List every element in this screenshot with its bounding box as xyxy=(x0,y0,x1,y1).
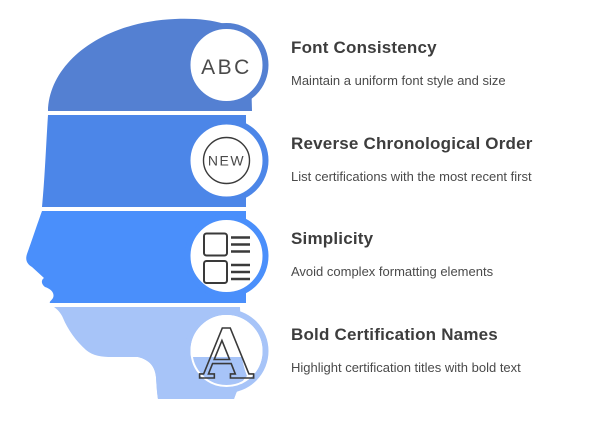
band-reverse-chronological-order: NEW xyxy=(42,115,269,207)
item-description: List certifications with the most recent… xyxy=(291,169,532,184)
icon-ring xyxy=(184,118,269,203)
list-item: Reverse Chronological Order List certifi… xyxy=(291,134,606,185)
new-badge-label: NEW xyxy=(208,153,245,169)
icon-ring xyxy=(184,214,269,298)
list-blocks-icon xyxy=(203,232,250,284)
item-title: Simplicity xyxy=(291,229,374,248)
item-description: Highlight certification titles with bold… xyxy=(291,360,521,375)
item-description: Maintain a uniform font style and size xyxy=(291,73,506,88)
icon-circle-outline xyxy=(190,315,263,387)
item-description: Avoid complex formatting elements xyxy=(291,264,494,279)
band-bold-certification-names: A xyxy=(54,307,269,399)
block-square-bottom xyxy=(203,260,228,284)
band-simplicity xyxy=(26,211,269,303)
item-title: Bold Certification Names xyxy=(291,325,498,344)
new-badge-icon: NEW xyxy=(202,136,251,185)
block-square-top xyxy=(203,232,228,257)
icon-circle xyxy=(190,29,263,101)
new-badge-outline xyxy=(202,136,251,185)
list-item: Font Consistency Maintain a uniform font… xyxy=(291,38,606,89)
icon-ring xyxy=(184,23,269,107)
band-font-consistency: ABC xyxy=(48,18,269,111)
list-item: Simplicity Avoid complex formatting elem… xyxy=(291,229,606,280)
item-title: Font Consistency xyxy=(291,38,437,57)
outlined-serif-a-icon: A xyxy=(199,315,254,395)
item-title: Reverse Chronological Order xyxy=(291,134,533,153)
list-item: Bold Certification Names Highlight certi… xyxy=(291,325,606,376)
abc-letters-icon: ABC xyxy=(201,56,252,79)
neck-shape xyxy=(138,357,247,399)
icon-circle xyxy=(190,124,263,197)
